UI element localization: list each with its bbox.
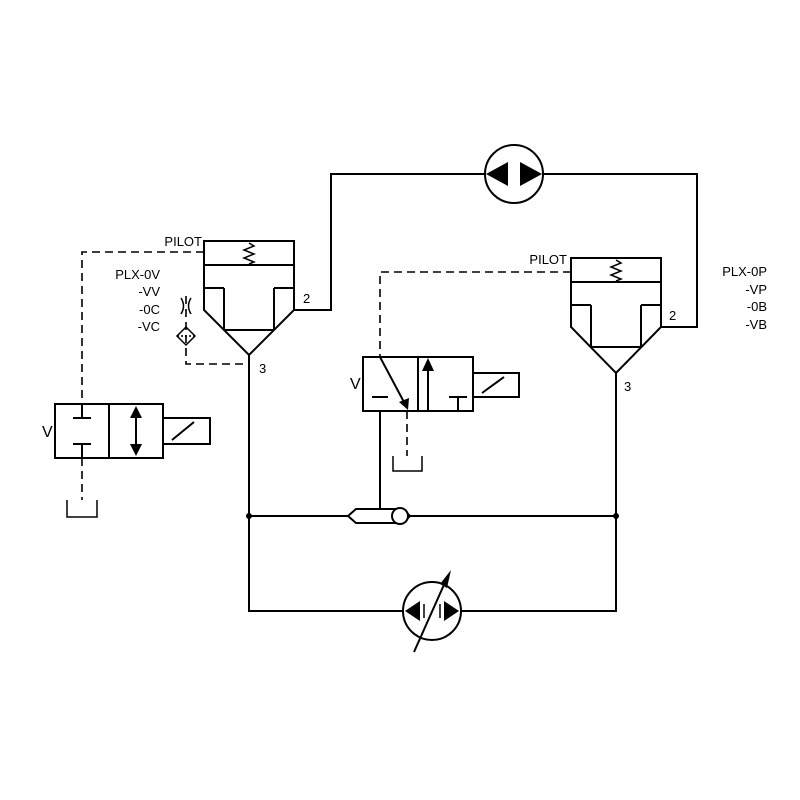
right-model-line-3: -0B [747,299,767,314]
spring-icon [241,242,257,265]
tank-icon [66,500,98,518]
right-pilot-label: PILOT [529,252,567,267]
left-solenoid-mark: V [42,424,53,441]
variable-bidirectional-pump-icon [402,570,462,653]
right-main-line [461,373,617,612]
junction-dot [246,513,252,519]
left-model-line-4: -VC [138,319,160,334]
shuttle-valve-icon [346,507,412,525]
right-port-3-label: 3 [624,379,631,394]
right-model-line-4: -VB [745,317,767,332]
right-pilot-check-valve [570,257,662,375]
right-model-line-2: -VP [745,282,767,297]
junction-dot [613,513,619,519]
left-pilot-check-valve [203,240,295,357]
filter-icon [175,325,197,347]
tank-icon [392,456,423,472]
left-model-line-3: -0C [139,302,160,317]
left-pilot-label: PILOT [164,234,202,249]
left-main-line [248,355,403,612]
spring-icon [608,259,624,282]
top-line-right [543,173,698,328]
center-solenoid-mark: V [350,376,361,393]
left-solenoid-valve [54,403,211,459]
left-port-2-label: 2 [303,291,310,306]
left-port-3-label: 3 [259,361,266,376]
right-model-line-1: PLX-0P [722,264,767,279]
left-drain-dashed-line [185,296,249,365]
top-line-left [294,173,485,311]
left-model-line-2: -VV [138,284,160,299]
left-pilot-dashed-line [81,251,204,404]
left-model-line-1: PLX-0V [115,267,160,282]
center-pilot-dashed-line [379,271,571,357]
center-solenoid-valve [362,356,520,412]
right-port-2-label: 2 [669,308,676,323]
bidirectional-hydraulic-motor-icon [484,144,544,204]
orifice-icon [180,297,192,315]
